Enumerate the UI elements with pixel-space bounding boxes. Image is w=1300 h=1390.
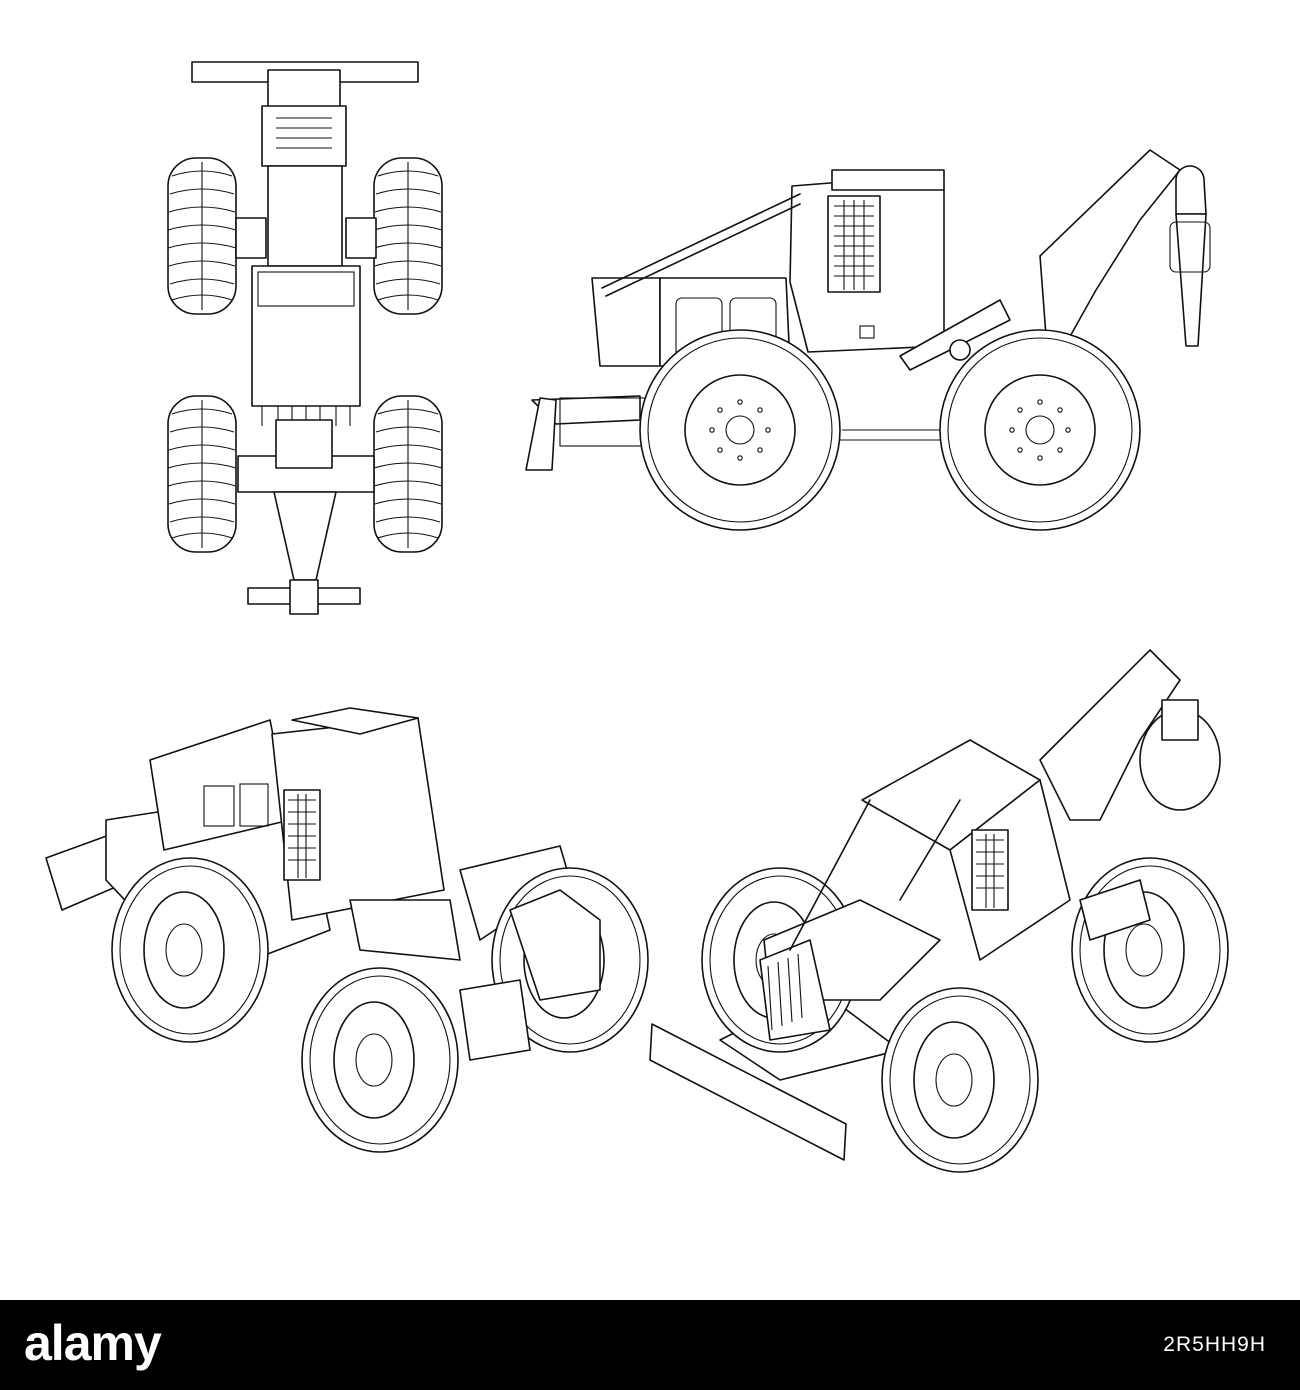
skidder-perspective-front-right <box>649 649 1229 1173</box>
footer-bar: alamy 2R5HH9H <box>0 1300 1300 1390</box>
skidder-top-view <box>167 61 443 615</box>
image-code: 2R5HH9H <box>1163 1333 1266 1356</box>
skidder-drawing-sheet <box>45 61 1229 1173</box>
skidder-side-view <box>525 149 1211 531</box>
skidder-perspective-rear-left <box>45 707 649 1153</box>
brand-logo[interactable]: alamy <box>24 1315 162 1371</box>
